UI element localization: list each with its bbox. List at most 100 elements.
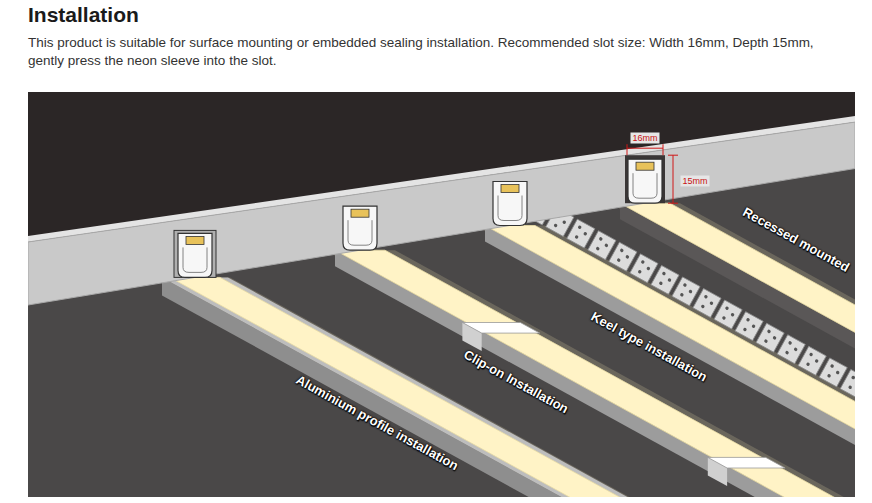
keel-hole bbox=[793, 347, 798, 352]
keel-block bbox=[735, 312, 763, 341]
depth-dimension bbox=[673, 155, 674, 203]
strip-light bbox=[485, 226, 855, 498]
mounting-beam bbox=[28, 122, 855, 305]
keel-hole bbox=[667, 278, 672, 283]
keel-hole bbox=[562, 220, 567, 225]
keel-plate bbox=[588, 231, 616, 260]
keel-hole bbox=[751, 324, 756, 329]
keel-hole bbox=[851, 375, 855, 380]
keel-block bbox=[651, 265, 679, 294]
dimension-tick bbox=[668, 155, 678, 156]
keel-block bbox=[609, 242, 637, 271]
keel-block bbox=[777, 335, 805, 364]
dimension-tick bbox=[668, 203, 678, 204]
profile-section bbox=[174, 230, 216, 277]
sleeve-inner bbox=[633, 173, 657, 198]
keel-hole bbox=[619, 248, 624, 253]
keel-hole bbox=[746, 317, 751, 322]
dimension-tick bbox=[627, 144, 628, 155]
keel-block bbox=[714, 300, 742, 329]
dimension-tick bbox=[663, 144, 664, 155]
keel-block bbox=[630, 254, 658, 283]
led-chip bbox=[636, 162, 654, 170]
keel-plate bbox=[609, 242, 637, 271]
sleeve-inner bbox=[348, 220, 372, 245]
keel-plate bbox=[840, 369, 855, 398]
keel-block bbox=[756, 323, 784, 352]
keel-hole bbox=[646, 266, 651, 271]
keel-hole bbox=[806, 362, 811, 367]
keel-plate bbox=[651, 265, 679, 294]
page-title: Installation bbox=[28, 3, 139, 27]
led-chip bbox=[186, 236, 204, 244]
keel-plate bbox=[567, 219, 595, 248]
keel-hole bbox=[659, 281, 664, 286]
keel-hole bbox=[577, 225, 582, 230]
led-chip bbox=[351, 209, 369, 217]
keel-hole bbox=[583, 231, 588, 236]
dimension-label: 15mm bbox=[680, 176, 709, 187]
keel-hole bbox=[827, 374, 832, 379]
keel-plate bbox=[630, 254, 658, 283]
scene bbox=[28, 92, 855, 497]
keel-plate bbox=[672, 277, 700, 306]
keel-hole bbox=[680, 293, 685, 298]
aluminium-section bbox=[174, 230, 216, 277]
keel-hole bbox=[809, 352, 814, 357]
keel-hole bbox=[788, 341, 793, 346]
profile-section bbox=[625, 155, 665, 203]
keel-plate bbox=[714, 300, 742, 329]
keel-hole bbox=[764, 339, 769, 344]
keel-block bbox=[693, 289, 721, 318]
keel-hole bbox=[662, 271, 667, 276]
strip-light bbox=[170, 277, 851, 497]
keel-hole bbox=[595, 246, 600, 251]
neon-sleeve bbox=[343, 206, 377, 250]
keel-hole bbox=[637, 269, 642, 274]
keel-hole bbox=[553, 223, 558, 228]
keel-hole bbox=[688, 289, 693, 294]
neon-sleeve bbox=[493, 182, 527, 226]
keel-hole bbox=[814, 359, 819, 364]
sleeve-inner bbox=[498, 196, 522, 221]
neon-sleeve bbox=[628, 159, 662, 203]
keel-hole bbox=[772, 336, 777, 341]
led-chip bbox=[501, 185, 519, 193]
keel-hole bbox=[701, 304, 706, 309]
keel-hole bbox=[730, 312, 735, 317]
keel-hole bbox=[683, 283, 688, 288]
keel-hole bbox=[604, 243, 609, 248]
profile-section bbox=[343, 206, 377, 250]
mounting-slot bbox=[625, 155, 665, 203]
mounting-clip bbox=[462, 323, 539, 334]
keel-hole bbox=[616, 258, 621, 263]
keel-hole bbox=[709, 301, 714, 306]
width-dimension bbox=[627, 148, 663, 149]
keel-hole bbox=[835, 370, 840, 375]
keel-hole bbox=[725, 306, 730, 311]
keel-hole bbox=[767, 329, 772, 334]
keel-plate bbox=[693, 289, 721, 318]
mounting-clip bbox=[708, 457, 785, 468]
keel-hole bbox=[598, 237, 603, 242]
keel-hole bbox=[625, 255, 630, 260]
dimension-label: 16mm bbox=[630, 133, 659, 144]
keel-block bbox=[798, 346, 826, 375]
description-text: This product is suitable for surface mou… bbox=[28, 34, 848, 70]
keel-hole bbox=[722, 316, 727, 321]
keel-plate bbox=[819, 358, 847, 387]
keel-block bbox=[672, 277, 700, 306]
keel-hole bbox=[640, 260, 645, 265]
keel-hole bbox=[574, 235, 579, 240]
keel-block bbox=[567, 219, 595, 248]
dimension-lines bbox=[627, 144, 678, 203]
sleeve-inner bbox=[183, 247, 207, 272]
keel-plate bbox=[735, 312, 763, 341]
keel-hole bbox=[785, 350, 790, 355]
keel-hole bbox=[704, 294, 709, 299]
keel-hole bbox=[830, 364, 835, 369]
keel-block bbox=[840, 369, 855, 398]
keel-plate bbox=[777, 335, 805, 364]
